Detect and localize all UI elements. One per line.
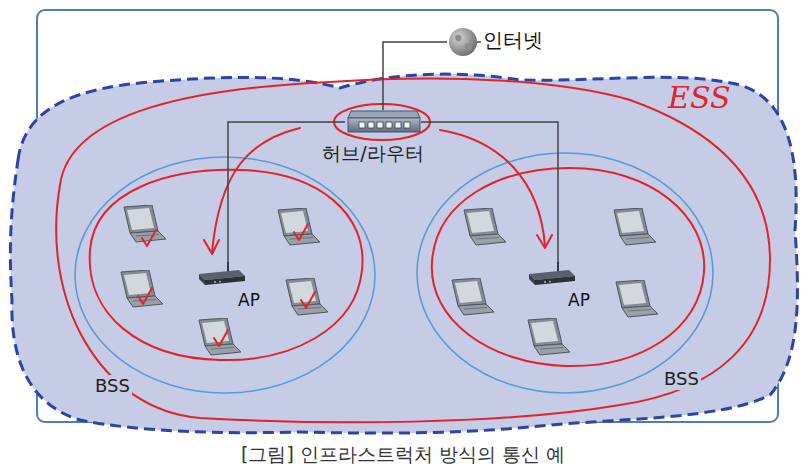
check-mark (138, 288, 152, 304)
laptop-icon (121, 270, 163, 307)
laptop-icon (614, 208, 656, 245)
hub-router: 허브/라우터 (305, 106, 437, 170)
bss-area-label: BSS (662, 368, 701, 390)
check-mark (301, 292, 315, 308)
red-annotation (56, 79, 770, 423)
access-point-label: AP (238, 290, 260, 310)
laptop-icon (124, 205, 166, 242)
network-link (228, 122, 345, 262)
check-mark (214, 330, 228, 346)
red-arrow (212, 128, 300, 252)
access-point: AP (195, 262, 277, 312)
check-mark (142, 230, 156, 246)
bss-ellipse (417, 153, 713, 393)
laptop-icon (286, 278, 328, 315)
red-arrow (440, 130, 545, 246)
ap-body (535, 276, 575, 285)
ess-region: ESS 허브/라우터 BSS AP BSS AP (0, 45, 806, 442)
red-arrowhead (537, 235, 552, 248)
hub-loop (334, 104, 430, 140)
laptop-icon (452, 278, 494, 315)
bss-loop (432, 168, 704, 366)
laptop-icon (199, 318, 241, 355)
hub-icon (345, 110, 421, 134)
access-point: AP (525, 262, 607, 312)
internet-node-label: 인터넷 (483, 28, 543, 52)
access-point-label: AP (568, 290, 590, 310)
laptop-icon (616, 280, 658, 317)
bss-loop (90, 170, 363, 360)
globe-stub (477, 41, 481, 43)
ap-body (199, 274, 205, 285)
ap-body (205, 276, 245, 285)
network-link (383, 42, 447, 110)
bss-area: BSS AP (413, 152, 721, 402)
laptop-icon (528, 318, 570, 355)
laptop-icon (464, 208, 506, 245)
internet-node: 인터넷 (447, 24, 547, 60)
ess-dashed-outline (10, 74, 797, 433)
network-link (421, 122, 558, 262)
ess-region-label: ESS (668, 80, 730, 116)
hub-icon-drawing (345, 110, 421, 134)
ap-body (529, 274, 535, 285)
figure-caption: [그림] 인프라스트럭처 방식의 통신 예 (0, 443, 806, 466)
laptop-icon (278, 208, 320, 245)
bss-area-label: BSS (93, 375, 132, 397)
hub-router-label: 허브/라우터 (305, 142, 441, 165)
access-point-outline (195, 262, 277, 312)
red-arrowhead (204, 240, 219, 254)
access-point-outline (525, 262, 607, 312)
globe-land (455, 35, 472, 51)
ess-loop (56, 79, 770, 423)
check-mark (294, 224, 308, 240)
globe-icon (449, 28, 477, 56)
